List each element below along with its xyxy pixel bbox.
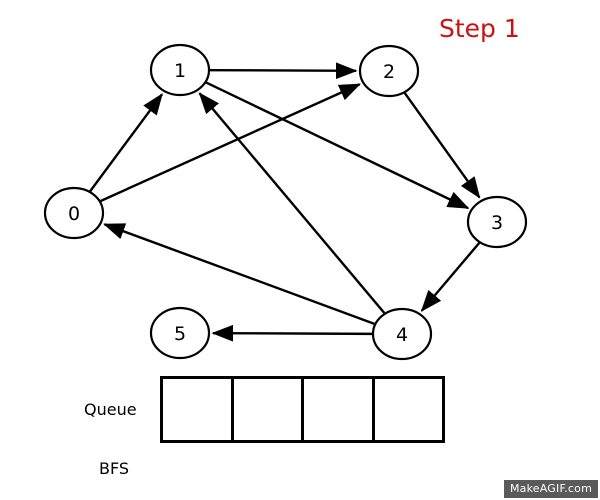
node-circle-1 [149,43,211,97]
node-circle-3 [466,195,528,249]
graph-node-4[interactable]: 4 [371,307,433,361]
node-label-4: 4 [396,324,408,346]
node-circle-5 [149,306,211,360]
graph-node-2[interactable]: 2 [358,44,420,98]
graph-node-1[interactable]: 1 [149,43,211,97]
graph-edge-1-to-3 [205,81,470,210]
algorithm-label: BFS [99,459,130,478]
graph-edge-4-to-5 [211,324,373,342]
graph-node-3[interactable]: 3 [466,195,528,249]
node-circle-0 [43,186,105,240]
node-label-2: 2 [383,61,395,83]
queue-label: Queue [84,400,137,419]
graph-nodes: 0 1 2 3 4 5 [43,43,528,361]
node-label-0: 0 [68,203,80,225]
graph-node-0[interactable]: 0 [43,186,105,240]
graph-edge-1-to-2 [209,62,358,80]
queue-container [160,376,445,443]
graph-edge-2-to-3 [403,92,481,199]
node-circle-4 [371,307,433,361]
graph-edge-4-to-0 [103,223,375,325]
queue-cell [304,379,375,440]
node-circle-2 [358,44,420,98]
watermark: MakeAGIF.com [503,480,598,498]
graph-edge-0-to-2 [100,83,361,203]
queue-cell [375,379,443,440]
queue-cell [234,379,304,440]
graph-edges [89,62,481,342]
graph-edge-0-to-1 [89,93,163,192]
graph-edge-3-to-4 [420,242,481,312]
graph-edge-4-to-1 [198,92,386,314]
queue-cell [163,379,234,440]
step-title: Step 1 [439,14,520,43]
node-label-1: 1 [174,60,186,82]
graph-node-5[interactable]: 5 [149,306,211,360]
node-label-5: 5 [174,323,186,345]
node-label-3: 3 [491,212,503,234]
